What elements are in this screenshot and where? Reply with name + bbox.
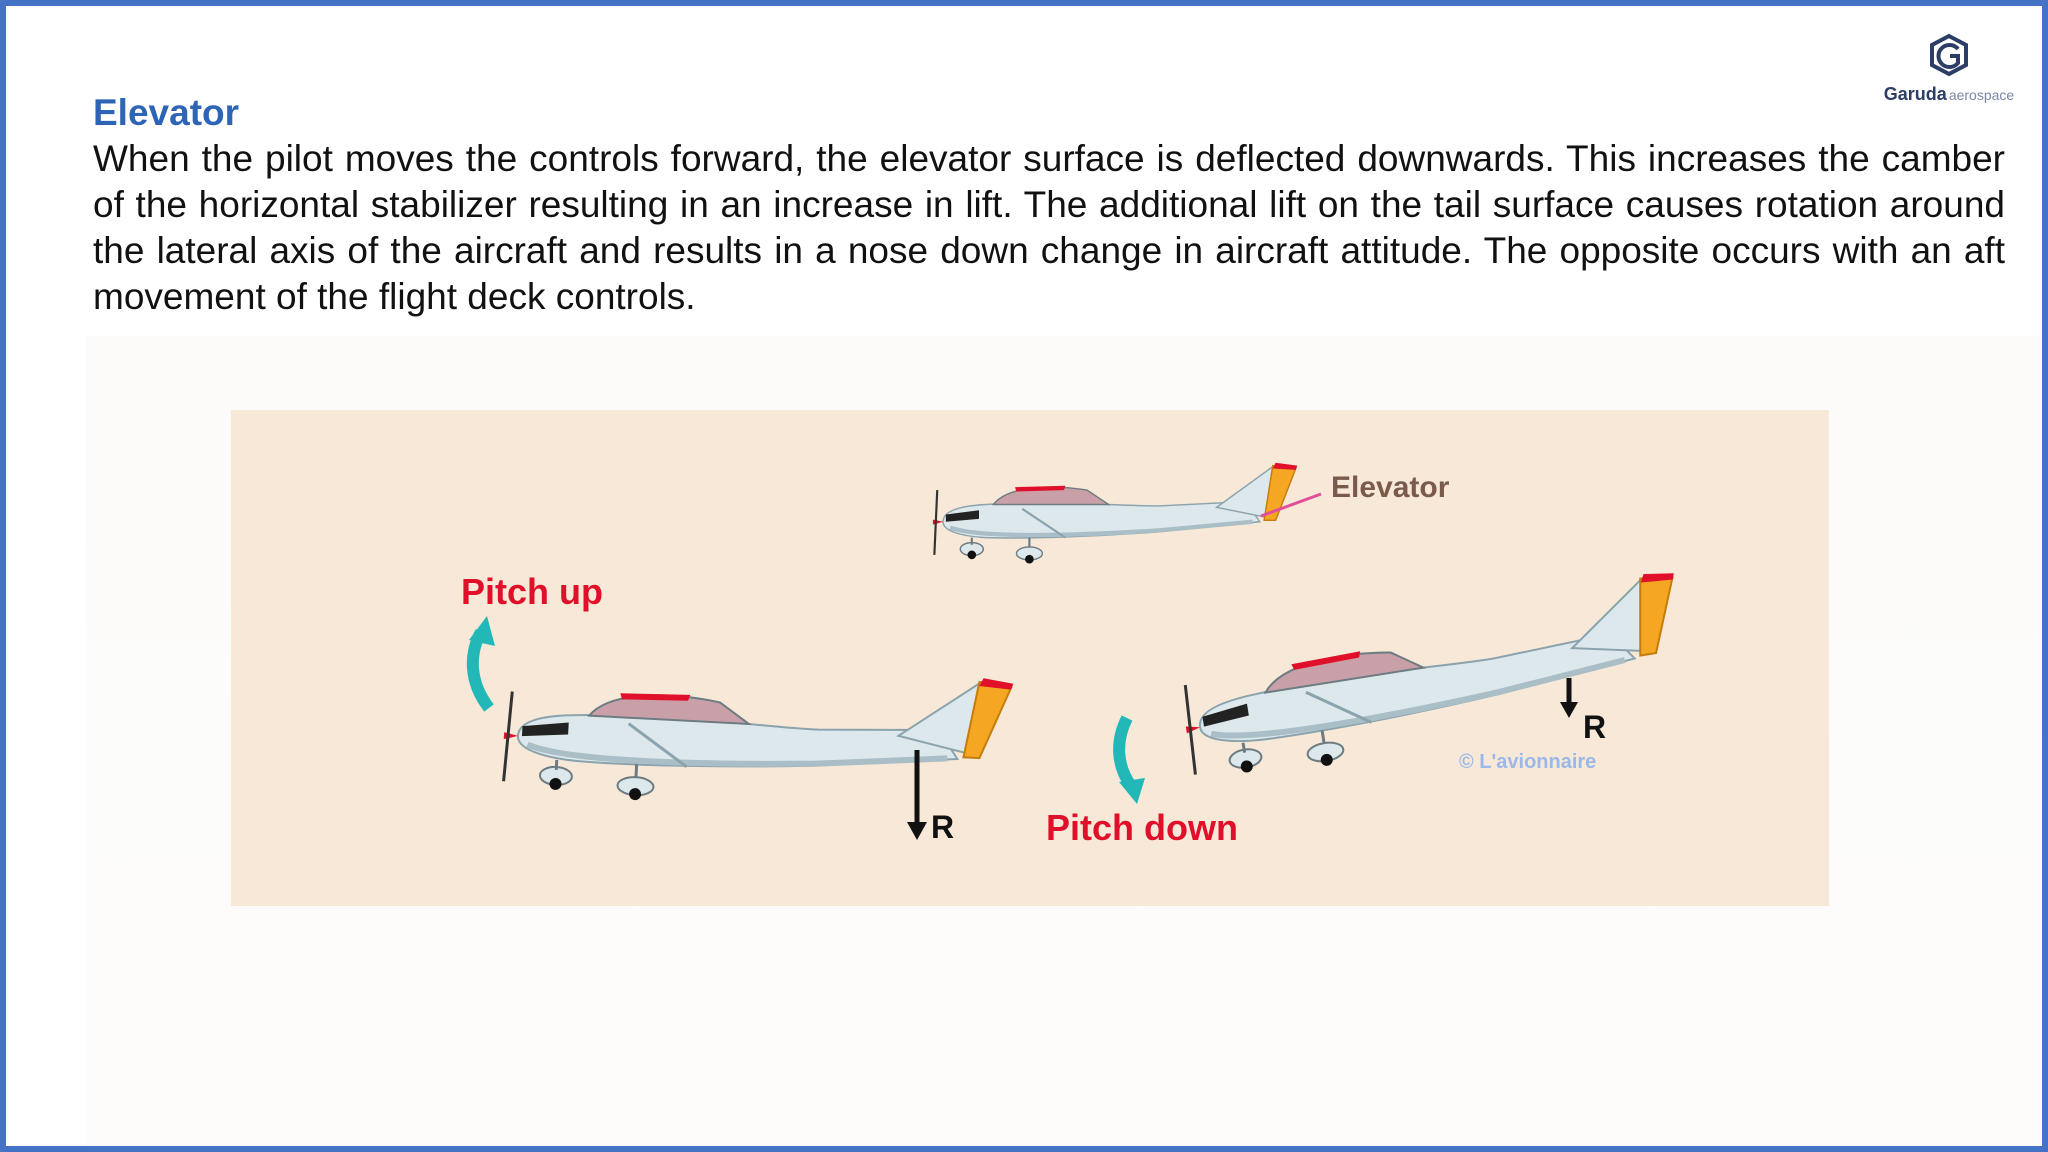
- pitch-down-label: Pitch down: [1046, 807, 1238, 848]
- elevator-label: Elevator: [1331, 471, 1450, 504]
- pitch-up-label: Pitch up: [461, 571, 603, 612]
- elevator-figure: Elevator Pitch up R Pitc: [231, 410, 1829, 906]
- pitch-down-aircraft: [1173, 569, 1695, 786]
- rotation-arrow-down-icon: [1113, 715, 1145, 804]
- reference-aircraft: [933, 463, 1297, 564]
- force-label-left: R: [931, 809, 954, 845]
- slide-title: Elevator: [93, 92, 240, 133]
- tail-force-arrow-icon: [1560, 678, 1578, 718]
- elevator-pointer-line: [1260, 492, 1322, 518]
- force-label-right: R: [1583, 709, 1606, 745]
- slide-body-text: When the pilot moves the controls forwar…: [93, 138, 2005, 317]
- rotation-arrow-up-icon: [466, 616, 495, 712]
- logo-subtitle: aerospace: [1948, 87, 2015, 103]
- garuda-logo-icon: [1930, 33, 1968, 77]
- elevator-diagram: Elevator Pitch up R Pitc: [461, 410, 1829, 848]
- pitch-up-aircraft: [501, 653, 1014, 819]
- logo-name: Garuda: [1883, 84, 1947, 104]
- down-force-arrow-icon: [907, 750, 927, 840]
- copyright-label: © L'avionnaire: [1459, 751, 1596, 773]
